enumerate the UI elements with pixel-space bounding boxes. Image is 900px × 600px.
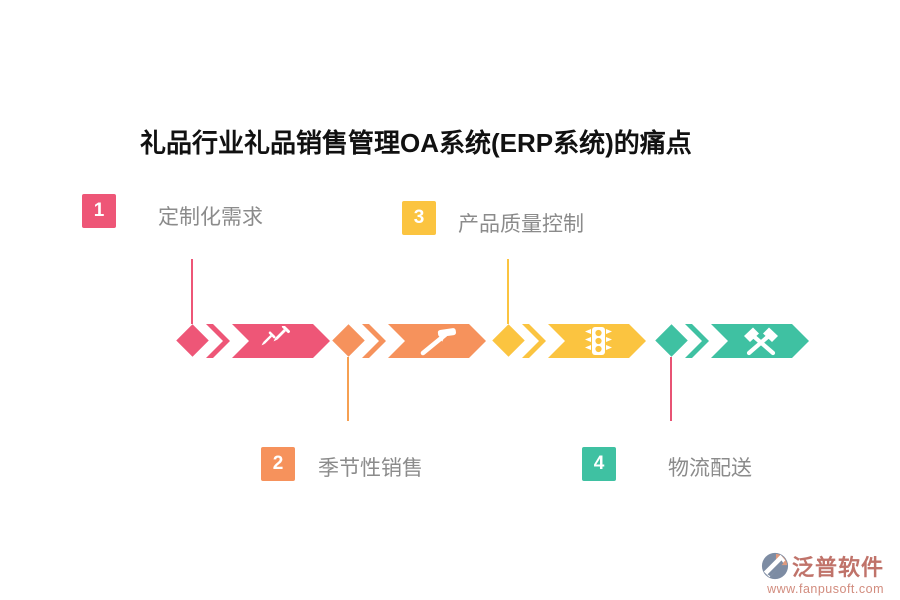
timeline-segment-3: [492, 259, 662, 358]
timeline-segment-4: [655, 324, 825, 421]
connector-line-1: [191, 259, 193, 324]
item-label-2: 季节性销售: [318, 457, 423, 480]
diamond-marker-4: [655, 324, 688, 357]
fanpu-logo-url: www.fanpusoft.com: [767, 582, 884, 596]
fanpu-logo-icon: [761, 552, 789, 580]
timeline-segment-2: [332, 324, 502, 421]
item-label-3: 产品质量控制: [458, 213, 584, 236]
fanpu-logo[interactable]: 泛普软件 www.fanpusoft.com: [761, 550, 884, 596]
item-number-badge-2: 2: [261, 447, 295, 481]
crossed-hammers-icon: [744, 327, 778, 356]
item-number-badge-4: 4: [582, 447, 616, 481]
page-title: 礼品行业礼品销售管理OA系统(ERP系统)的痛点: [140, 128, 692, 158]
item-label-4: 物流配送: [668, 457, 752, 480]
fanpu-logo-text: 泛普软件: [791, 555, 884, 580]
nails-icon: [261, 326, 290, 346]
arrow-band-1: [206, 324, 330, 358]
connector-line-4: [670, 357, 672, 421]
diamond-marker-2: [332, 324, 365, 357]
item-number-badge-1: 1: [82, 194, 116, 228]
timeline-segment-1: [176, 259, 346, 358]
diamond-marker-1: [176, 324, 209, 357]
diamond-marker-3: [492, 324, 525, 357]
connector-line-2: [347, 357, 349, 421]
item-label-1: 定制化需求: [158, 206, 263, 229]
traffic-light-icon: [585, 327, 612, 355]
hammer-icon: [420, 328, 457, 356]
item-number-badge-3: 3: [402, 201, 436, 235]
connector-line-3: [507, 259, 509, 324]
